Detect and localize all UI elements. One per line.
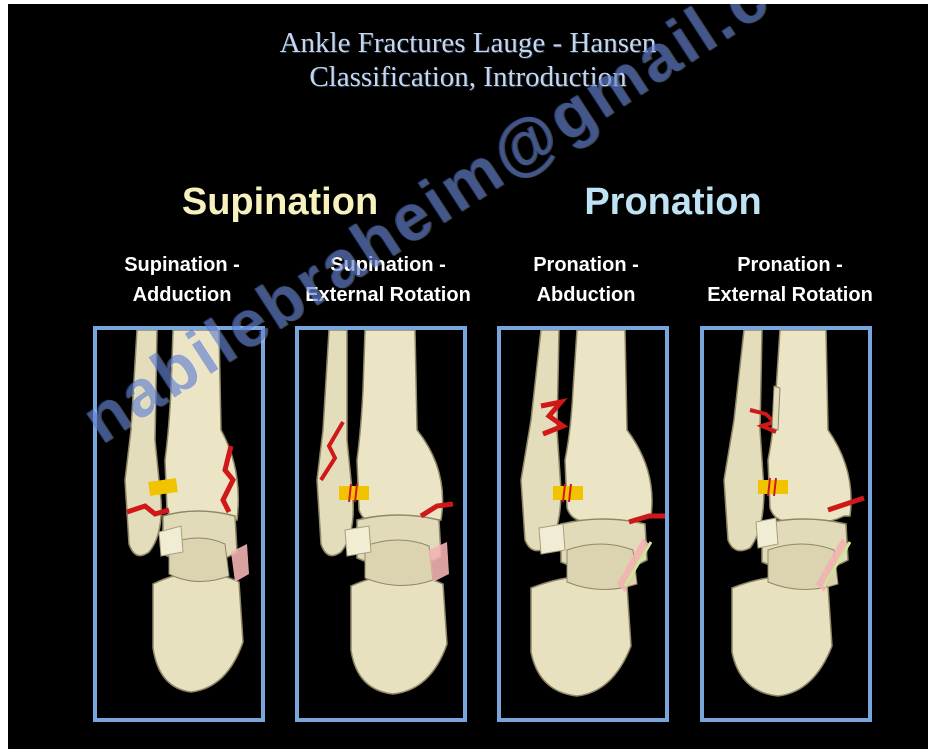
calcaneus [732, 576, 832, 696]
slide-title-line-1: Ankle Fractures Lauge - Hansen [8, 26, 928, 60]
ankle-bones [724, 330, 851, 696]
panel-supination-adduction [93, 326, 265, 722]
label-line-1: Pronation - [486, 250, 686, 280]
tibia [357, 330, 443, 526]
slide-title-line-2: Classification, Introduction [8, 60, 928, 94]
supination-heading: Supination [130, 180, 430, 224]
ankle-illustration [97, 330, 261, 718]
pronation-heading: Pronation [523, 180, 823, 224]
ligament-strip [539, 524, 565, 554]
label-line-2: Abduction [486, 280, 686, 310]
syndesmosis-mark [758, 480, 788, 494]
fibula [724, 330, 764, 551]
ankle-bones [521, 330, 652, 696]
calcaneus [351, 574, 447, 694]
label-line-2: External Rotation [288, 280, 488, 310]
label-line-2: External Rotation [690, 280, 890, 310]
panel-pronation-external-rotation [700, 326, 872, 722]
fibula [521, 330, 561, 551]
label-pronation-external-rotation: Pronation - External Rotation [690, 250, 890, 310]
fibula [125, 330, 161, 556]
ligament-strip [345, 526, 371, 556]
syndesmosis-mark [553, 486, 583, 500]
ankle-bones [125, 330, 243, 692]
label-line-1: Supination - [288, 250, 488, 280]
label-line-1: Supination - [82, 250, 282, 280]
calcaneus [531, 576, 631, 696]
panel-supination-external-rotation [295, 326, 467, 722]
calcaneus [153, 572, 243, 692]
label-supination-external-rotation: Supination - External Rotation [288, 250, 488, 310]
label-line-1: Pronation - [690, 250, 890, 280]
ankle-illustration [299, 330, 463, 718]
slide: Ankle Fractures Lauge - Hansen Classific… [8, 4, 928, 749]
panel-pronation-abduction [497, 326, 669, 722]
tarsal-bone [365, 540, 433, 586]
fibular-fragment [772, 386, 780, 430]
ligament-strip [756, 518, 778, 548]
fibula [317, 330, 353, 556]
ankle-illustration [501, 330, 665, 718]
syndesmosis-mark [339, 486, 369, 500]
label-pronation-abduction: Pronation - Abduction [486, 250, 686, 310]
label-line-2: Adduction [82, 280, 282, 310]
ligament-strip [159, 526, 183, 556]
label-supination-adduction: Supination - Adduction [82, 250, 282, 310]
ankle-illustration [704, 330, 868, 718]
